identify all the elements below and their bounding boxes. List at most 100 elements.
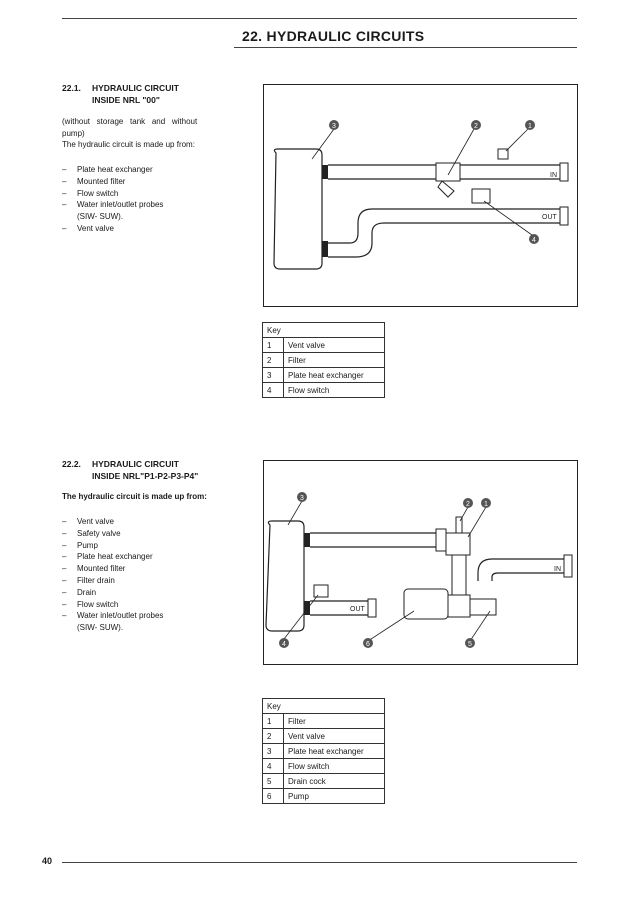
callout-1 bbox=[525, 120, 535, 130]
callout-1-label: 1 bbox=[528, 123, 532, 130]
page-number: 40 bbox=[42, 856, 53, 866]
key-num: 3 bbox=[262, 367, 284, 383]
callout-5-label: 5 bbox=[468, 641, 472, 648]
filter-housing bbox=[435, 162, 461, 182]
list-item: Flow switch bbox=[62, 599, 232, 611]
key-text: Plate heat exchanger bbox=[283, 367, 385, 383]
leader-3 bbox=[311, 128, 335, 160]
in-connector bbox=[559, 162, 569, 182]
section2-heading: 22.2.HYDRAULIC CIRCUIT INSIDE NRL"P1-P2-… bbox=[62, 458, 198, 482]
plate-heat-exchanger bbox=[265, 520, 305, 632]
list-item-cont: (SIW- SUW). bbox=[77, 623, 124, 633]
key-text: Drain cock bbox=[283, 773, 385, 789]
callout-3 bbox=[329, 120, 339, 130]
callout-2 bbox=[471, 120, 481, 130]
out-connector bbox=[367, 598, 377, 618]
section1-number: 22.1. bbox=[62, 83, 81, 93]
pump-outlet bbox=[469, 598, 497, 616]
callout-3-label: 3 bbox=[332, 123, 336, 130]
section1-list: Plate heat exchanger Mounted filter Flow… bbox=[62, 164, 232, 235]
vertical-pipe bbox=[451, 554, 467, 596]
key-num: 2 bbox=[262, 352, 284, 368]
leader-4 bbox=[283, 594, 319, 640]
leader-5 bbox=[469, 610, 491, 642]
hydraulic-diagram-1: 3 2 1 4 IN OUT bbox=[263, 84, 578, 307]
flow-switch bbox=[313, 584, 329, 598]
bottom-pipe-lower bbox=[328, 222, 564, 258]
out-label: OUT bbox=[542, 214, 558, 221]
in-label: IN bbox=[554, 566, 561, 573]
callout-5 bbox=[465, 638, 475, 648]
callout-4-label: 4 bbox=[282, 641, 286, 648]
callout-4 bbox=[529, 234, 539, 244]
filter-housing bbox=[445, 532, 471, 556]
key-text: Vent valve bbox=[283, 337, 385, 353]
diagram1-drawing: 3 2 1 4 IN OUT bbox=[273, 120, 569, 270]
callout-3-label: 3 bbox=[300, 495, 304, 502]
leader-4 bbox=[483, 200, 533, 236]
section2-intro: The hydraulic circuit is made up from: bbox=[62, 492, 207, 501]
key-text: Vent valve bbox=[283, 728, 385, 744]
in-connector bbox=[563, 554, 573, 578]
list-item-text: Water inlet/outlet probes bbox=[77, 200, 164, 210]
key-header: Key bbox=[262, 322, 385, 338]
list-item-text: Water inlet/outlet probes bbox=[77, 611, 164, 621]
section1-title-line2: INSIDE NRL "00" bbox=[92, 95, 160, 105]
top-fitting bbox=[304, 533, 310, 547]
callout-6 bbox=[363, 638, 373, 648]
key-num: 6 bbox=[262, 788, 284, 804]
list-item: Plate heat exchanger bbox=[62, 164, 232, 176]
key-num: 4 bbox=[262, 382, 284, 398]
pump-motor bbox=[403, 588, 449, 620]
key-text: Pump bbox=[283, 788, 385, 804]
list-item: Vent valve bbox=[62, 223, 232, 235]
leader-3 bbox=[287, 500, 303, 526]
key-num: 5 bbox=[262, 773, 284, 789]
in-pipe-lower bbox=[491, 572, 564, 581]
section1-note: (without storage tank and without pump) … bbox=[62, 116, 220, 151]
list-item: Plate heat exchanger bbox=[62, 551, 232, 563]
list-item: Pump bbox=[62, 540, 232, 552]
key-num: 3 bbox=[262, 743, 284, 759]
key-num: 1 bbox=[262, 713, 284, 729]
key-text: Flow switch bbox=[283, 758, 385, 774]
page-title: 22. HYDRAULIC CIRCUITS bbox=[242, 28, 425, 44]
vent-valve bbox=[497, 148, 509, 160]
callout-4 bbox=[279, 638, 289, 648]
key-num: 1 bbox=[262, 337, 284, 353]
list-item: Filter drain bbox=[62, 575, 232, 587]
list-item: Flow switch bbox=[62, 188, 232, 200]
callout-3 bbox=[297, 492, 307, 502]
bottom-fitting bbox=[322, 241, 328, 257]
leader-2 bbox=[459, 506, 469, 522]
list-item-cont: (SIW- SUW). bbox=[77, 212, 124, 222]
out-label: OUT bbox=[350, 606, 366, 613]
key-text: Filter bbox=[283, 352, 385, 368]
leader-2 bbox=[447, 128, 475, 176]
in-label: IN bbox=[550, 172, 557, 179]
key-text: Filter bbox=[283, 713, 385, 729]
out-connector bbox=[559, 206, 569, 226]
key-num: 4 bbox=[262, 758, 284, 774]
vent-valve bbox=[455, 516, 463, 534]
filter-body bbox=[437, 180, 455, 198]
flow-switch bbox=[471, 188, 491, 204]
list-item: Vent valve bbox=[62, 516, 232, 528]
bottom-fitting bbox=[304, 601, 310, 615]
bottom-pipe-upper bbox=[328, 208, 564, 244]
section1-heading: 22.1.HYDRAULIC CIRCUIT INSIDE NRL "00" bbox=[62, 82, 179, 106]
section2-title-line2: INSIDE NRL"P1-P2-P3-P4" bbox=[92, 471, 199, 481]
callout-1 bbox=[481, 498, 491, 508]
key-text: Flow switch bbox=[283, 382, 385, 398]
section1-note-line1: (without storage tank and without bbox=[62, 117, 198, 126]
pump-head bbox=[447, 594, 471, 618]
